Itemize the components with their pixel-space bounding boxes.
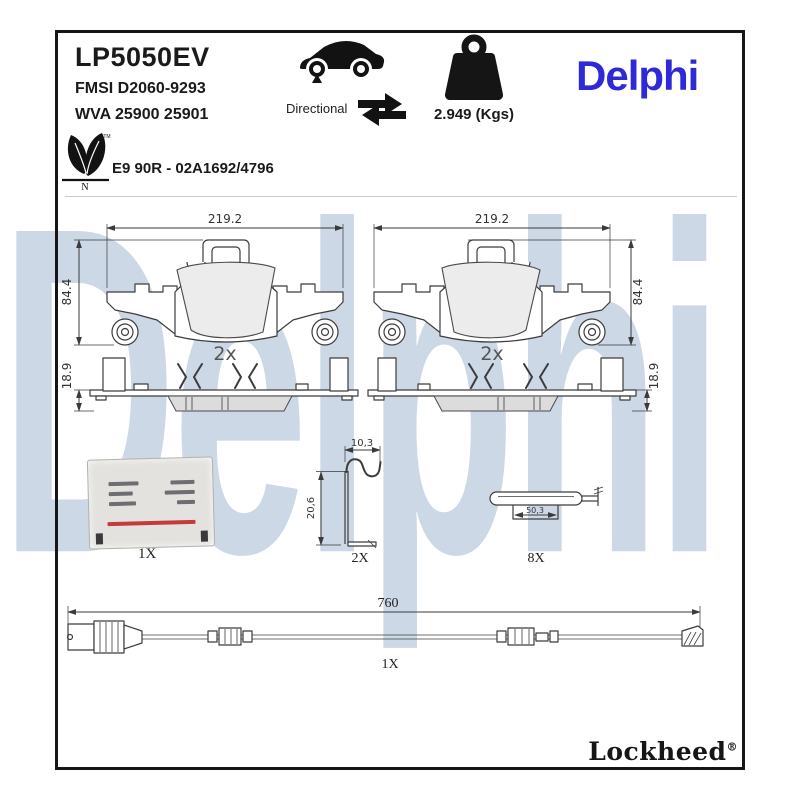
pad-front-left [106,239,344,346]
wear-clip-qty: 2X [351,551,368,566]
packet-corner-mark [95,533,104,545]
wva-reference: WVA 25900 25901 [75,106,209,123]
dimension-label: 20,6 [306,497,317,519]
wear-sensor-drawing: 760 1 [66,596,704,672]
dimension-label: 84.4 [60,279,74,306]
weight-icon [445,34,503,101]
pad-qty-left: 2x [213,343,236,365]
dimension-label: 760 [378,596,399,611]
delphi-logo: Delphi [576,52,699,99]
eco-letter: N [81,182,88,193]
pad-side-left [89,357,359,412]
lockheed-logo: Lockheed® [588,737,738,766]
eco-tm-mark: TM [103,134,110,140]
lockheed-wordmark: Lockheed [588,737,727,766]
wear-clip-drawing: 20,6 10,3 2X [306,438,382,566]
grease-packet-qty: 1X [138,546,157,562]
dimension-label: 10,3 [351,438,373,449]
weight-value: 2.949 (Kgs) [433,106,515,123]
part-number: LP5050EV [75,42,210,72]
wear-sensor-qty: 1X [381,657,398,672]
header-separator [65,196,737,197]
packet-corner-mark [200,530,209,542]
packet-warning-line [107,519,196,527]
technical-drawing: 219.2 219.2 84.4 84.4 2x 2x 18.9 18.9 [60,212,704,672]
approval-number: E9 90R - 02A1692/4796 [112,160,274,177]
shim-drawing: 50,3 8X [489,486,604,566]
pad-front-right [373,239,611,346]
registered-mark: ® [726,740,738,754]
dimension-label: 18.9 [60,363,74,390]
directional-arrows-icon [358,93,406,126]
pad-side-right [367,357,637,412]
direction-arrow-mark [312,74,322,83]
car-icon [300,40,385,83]
dimension-label: 50,3 [526,506,544,515]
page-frame [55,30,745,770]
shim-qty: 8X [527,551,544,566]
eco-leaf-icon: N TM [62,133,111,193]
directional-label: Directional [286,101,348,116]
dimension-label: 18.9 [647,363,661,390]
fmsi-reference: FMSI D2060-9293 [75,80,206,97]
pad-qty-right: 2x [480,343,503,365]
packet-text-lines [108,479,196,512]
grease-packet-image [86,456,216,550]
dimension-label: 219.2 [475,212,509,226]
dimension-label: 84.4 [631,279,645,306]
dimension-label: 219.2 [208,212,242,226]
